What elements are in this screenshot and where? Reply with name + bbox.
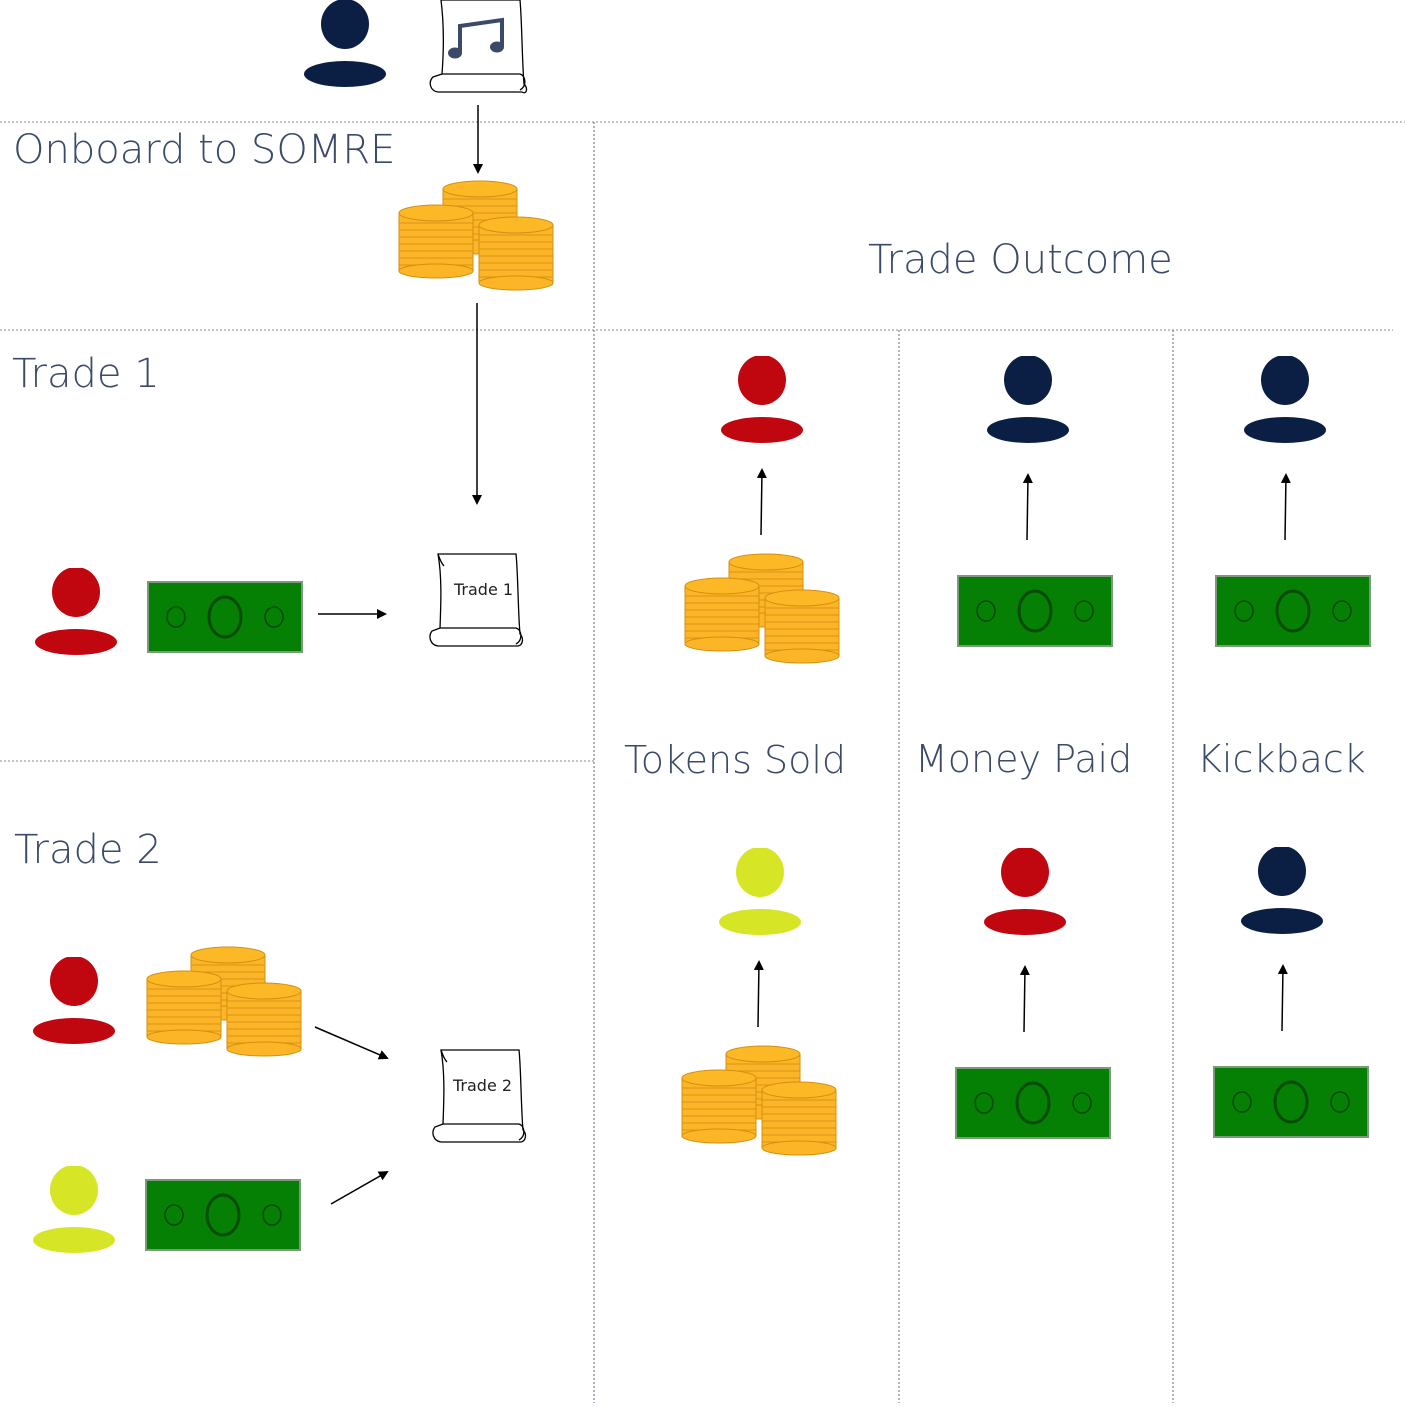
column-title-tokens-sold: Tokens Sold — [624, 738, 847, 782]
document-icon — [432, 1049, 527, 1143]
new-buyer-person-icon — [33, 1166, 115, 1253]
banknote-icon — [954, 1066, 1112, 1140]
person-icon — [721, 356, 803, 443]
person-icon — [984, 848, 1066, 935]
person-icon — [987, 356, 1069, 443]
section-title-trade2: Trade 2 — [14, 827, 162, 873]
section-title-onboard: Onboard to SOMRE — [13, 127, 396, 173]
column-title-money-paid: Money Paid — [915, 737, 1133, 781]
arrow-icon — [1022, 473, 1033, 541]
arrow-icon — [1019, 965, 1030, 1033]
seller-person-icon — [33, 957, 115, 1044]
banknote-icon — [146, 580, 304, 654]
arrow-icon — [314, 1026, 389, 1060]
column-title-kickback: Kickback — [1197, 737, 1366, 781]
music-score-icon — [429, 0, 528, 94]
coin-stack-icon — [399, 181, 553, 290]
arrow-icon — [1280, 473, 1291, 541]
person-icon — [1241, 847, 1323, 934]
coin-stack-icon — [147, 947, 301, 1056]
artist-person-icon — [304, 0, 386, 87]
person-icon — [1244, 356, 1326, 443]
arrow-icon — [1277, 964, 1288, 1032]
document-label-trade1: Trade 1 — [454, 580, 514, 599]
section-title-outcome: Trade Outcome — [868, 237, 1173, 283]
person-icon — [719, 848, 801, 935]
coin-stack-icon — [682, 1046, 836, 1155]
arrow-icon — [753, 960, 764, 1028]
coin-stack-icon — [685, 554, 839, 663]
banknote-icon — [144, 1178, 302, 1252]
banknote-icon — [956, 574, 1114, 648]
section-title-trade1: Trade 1 — [12, 351, 160, 397]
document-label-trade2: Trade 2 — [453, 1076, 513, 1095]
column-lines — [593, 122, 1174, 1403]
arrow-icon — [756, 468, 767, 536]
banknote-icon — [1214, 574, 1372, 648]
grid-lines — [0, 121, 1405, 762]
buyer-person-icon — [35, 568, 117, 655]
arrow-icon — [330, 1171, 389, 1205]
document-icon — [429, 553, 524, 647]
banknote-icon — [1212, 1065, 1370, 1139]
